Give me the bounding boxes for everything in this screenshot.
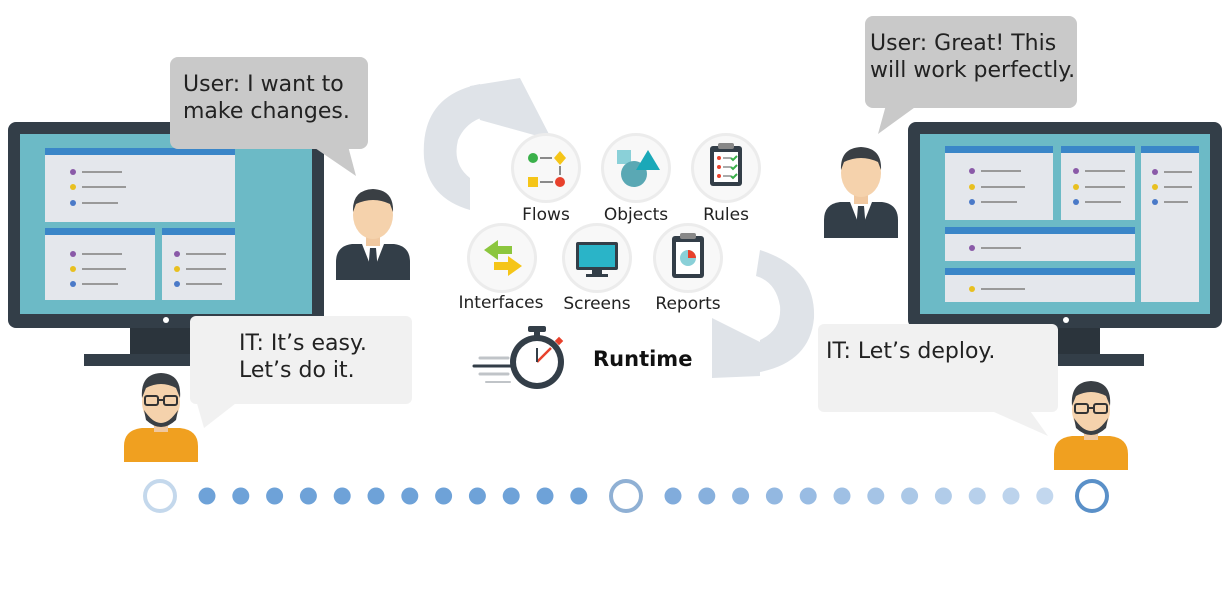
user-left-speech: User: I want to make changes. bbox=[183, 72, 350, 124]
timeline-dot bbox=[867, 487, 885, 505]
timeline-dot bbox=[664, 487, 682, 505]
timeline-dot bbox=[833, 487, 851, 505]
timeline-dot bbox=[968, 487, 986, 505]
timeline-dot bbox=[765, 487, 783, 505]
feature-label-rules: Rules bbox=[703, 205, 749, 225]
timeline-start-ring bbox=[143, 479, 177, 513]
bubble-user-right bbox=[865, 16, 1077, 134]
flow-icon bbox=[511, 133, 581, 203]
clipboard-check-icon bbox=[691, 133, 761, 203]
timeline-dot bbox=[468, 487, 486, 505]
timeline-dot bbox=[299, 487, 317, 505]
timeline-dot bbox=[502, 487, 520, 505]
runtime-label: Runtime bbox=[593, 347, 693, 371]
timeline-dot bbox=[901, 487, 919, 505]
timeline-dot bbox=[536, 487, 554, 505]
cycle-arrow-top-icon bbox=[423, 78, 552, 210]
user-avatar-right bbox=[824, 147, 898, 238]
it-right-speech: IT: Let’s deploy. bbox=[826, 339, 996, 364]
it-avatar-left bbox=[124, 373, 198, 462]
user-avatar-left bbox=[336, 189, 410, 280]
timeline-dot bbox=[232, 487, 250, 505]
feature-label-flows: Flows bbox=[522, 205, 570, 225]
timeline-dot bbox=[799, 487, 817, 505]
timeline-mid-ring bbox=[609, 479, 643, 513]
timeline-dot bbox=[333, 487, 351, 505]
timeline-dot bbox=[266, 487, 284, 505]
bubble-it-left bbox=[190, 316, 412, 428]
timeline-dot bbox=[1036, 487, 1054, 505]
feature-label-interfaces: Interfaces bbox=[458, 293, 544, 313]
timeline-dot bbox=[1002, 487, 1020, 505]
objects-icon bbox=[601, 133, 671, 203]
bubble-it-right bbox=[818, 324, 1058, 436]
it-left-speech: IT: It’s easy. Let’s do it. bbox=[239, 331, 367, 383]
report-chart-icon bbox=[653, 223, 723, 293]
user-right-speech: User: Great! This will work perfectly. bbox=[870, 31, 1076, 83]
timeline-dot bbox=[435, 487, 453, 505]
timeline-dot bbox=[198, 487, 216, 505]
timeline-dot bbox=[401, 487, 419, 505]
timeline-dot bbox=[934, 487, 952, 505]
feature-label-screens: Screens bbox=[563, 294, 631, 314]
stopwatch-icon bbox=[472, 326, 564, 389]
feature-label-reports: Reports bbox=[655, 294, 721, 314]
timeline-dot bbox=[367, 487, 385, 505]
right-monitor bbox=[908, 122, 1222, 366]
timeline-dot bbox=[570, 487, 588, 505]
cycle-arrow-bottom-icon bbox=[712, 250, 815, 378]
bubble-user-left bbox=[170, 57, 368, 176]
it-avatar-right bbox=[1054, 381, 1128, 470]
timeline bbox=[143, 479, 1109, 513]
feature-label-objects: Objects bbox=[603, 205, 669, 225]
timeline-end-ring bbox=[1075, 479, 1109, 513]
monitor-icon bbox=[562, 223, 632, 293]
timeline-dot bbox=[698, 487, 716, 505]
timeline-dot bbox=[732, 487, 750, 505]
swap-arrows-icon bbox=[467, 223, 537, 293]
